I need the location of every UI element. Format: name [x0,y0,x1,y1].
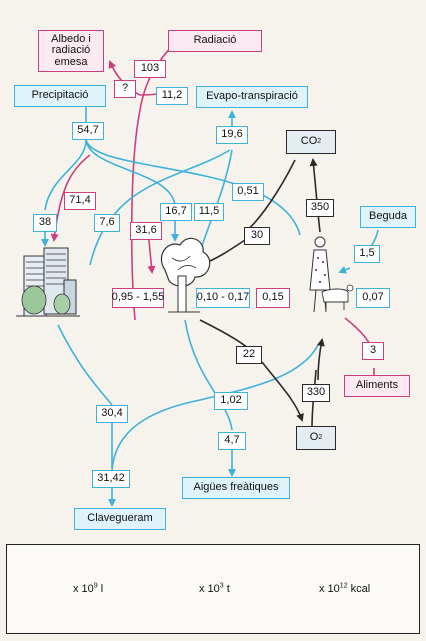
precip-to-person [85,139,301,236]
value-22: 22 [236,346,262,364]
o2-label: O [309,431,319,444]
beguda-node: Beguda [360,206,416,228]
value-350: 350 [306,199,334,217]
radiacio-node: Radiació [168,30,262,52]
precipitacio-node: Precipitació [14,85,106,107]
albedo-label: Albedo i radiació emesa [51,32,91,68]
value-7-6: 7,6 [94,214,120,232]
value-54-7: 54,7 [72,122,104,140]
person-co2 [309,158,321,233]
beguda-label: Beguda [369,210,407,223]
person-icon [309,236,354,313]
aigues-node: Aigües freàtiques [182,477,290,499]
legend-mass: x 103 t [199,582,230,595]
value-31-6: 31,6 [130,222,162,240]
value-1-02: 1,02 [214,392,248,410]
value-11-2: 11,2 [156,87,188,105]
value-095-155: 0,95 - 1,55 [112,288,164,308]
co2-label: CO [300,135,318,148]
value-0-15: 0,15 [256,288,290,308]
drink-arrow [338,266,351,274]
precipitacio-label: Precipitació [31,89,89,102]
aliments-node: Aliments [344,375,410,397]
radiacio-label: Radiació [193,34,237,47]
city-icon [16,247,80,317]
aliments-label: Aliments [355,379,399,392]
precip-to-16-7 [85,139,176,206]
legend-energy: x 1012 kcal [319,582,371,595]
legend: x 109 l x 103 t x 1012 kcal [6,544,420,634]
tree-evap [199,149,233,253]
aigues-label: Aigües freàtiques [193,481,279,494]
tree-o2-b [261,361,304,422]
value-38: 38 [33,214,57,232]
value-330: 330 [302,384,330,402]
water-flows [41,106,379,507]
value-16-7: 16,7 [160,203,192,221]
value-1-5: 1,5 [354,245,380,263]
value-31-42: 31,42 [92,470,130,488]
city-evap [89,149,231,266]
precip-to-38 [44,139,87,211]
tree-icon [160,237,211,313]
value-103: 103 [134,60,166,78]
value-19-6: 19,6 [216,126,248,144]
value-30: 30 [244,227,270,245]
value-0-07: 0,07 [356,288,390,308]
evapo-label: Evapo-transpiració [206,90,298,103]
o2-person-b [316,338,325,381]
value-71-4: 71,4 [64,192,96,210]
tree-ground [184,319,233,431]
clavegueram-label: Clavegueram [87,512,153,525]
value-30-4: 30,4 [96,405,128,423]
city-sewer [57,324,113,406]
value-unknown: ? [114,80,136,98]
value-11-5: 11,5 [194,203,224,221]
albedo-node: Albedo i radiació emesa [38,30,104,72]
value-4-7: 4,7 [218,432,246,450]
value-0-51: 0,51 [232,183,264,201]
value-3: 3 [362,342,384,360]
value-010-017: 0,10 - 0,17 [196,288,250,308]
clavegueram-node: Clavegueram [74,508,166,530]
legend-water: x 109 l [73,582,104,595]
person-sewer [111,344,319,471]
evapo-node: Evapo-transpiració [196,86,308,108]
